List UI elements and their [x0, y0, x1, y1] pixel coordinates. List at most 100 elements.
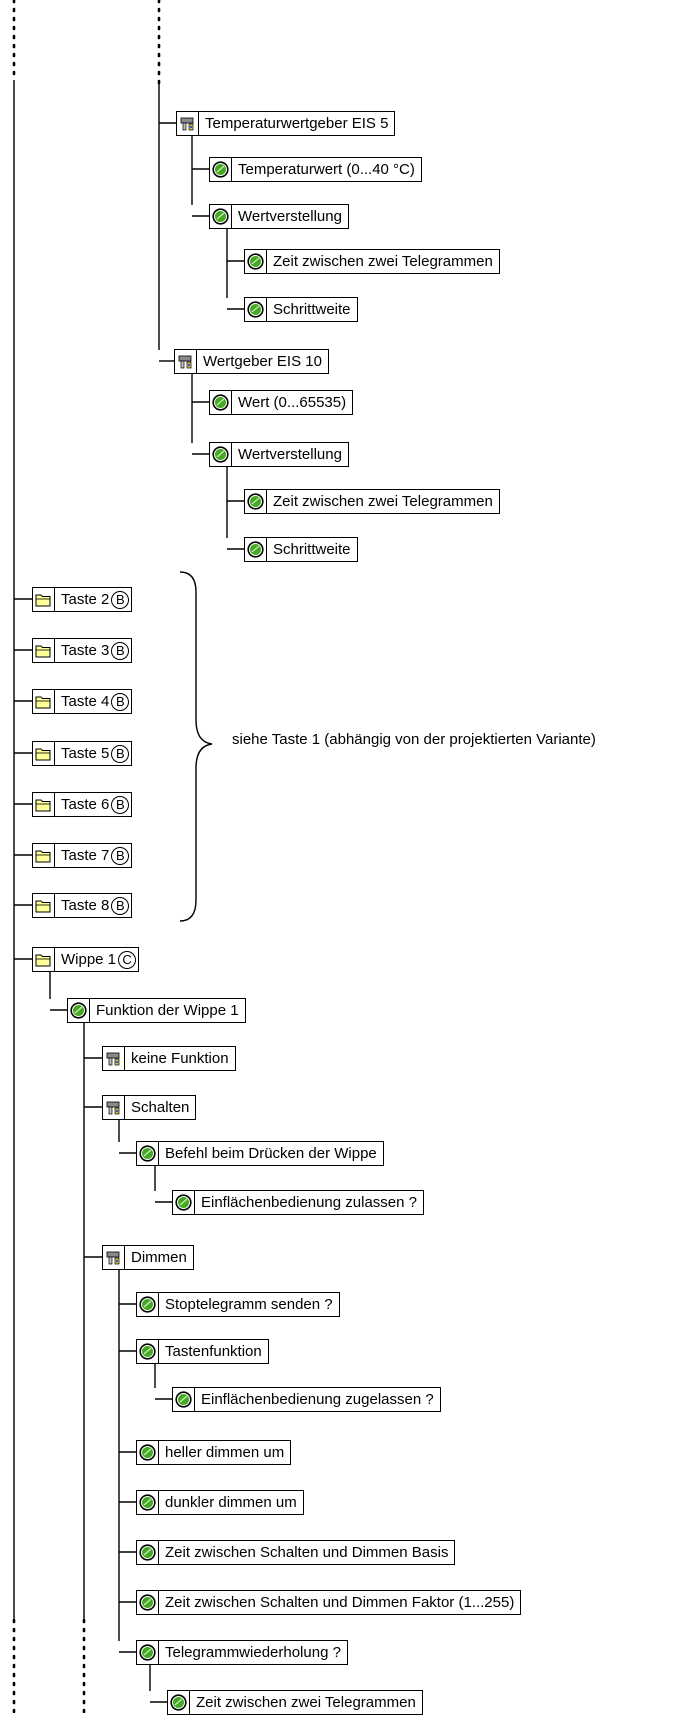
tree-node-keine[interactable]: keine Funktion: [102, 1046, 236, 1071]
leaf-icon: [67, 998, 90, 1023]
tree-node-tw5-wert[interactable]: Temperaturwert (0...40 °C): [209, 157, 422, 182]
tree-node-telewdh[interactable]: Telegrammwiederholung ?: [136, 1640, 348, 1665]
tree-node-label: Zeit zwischen Schalten und Dimmen Faktor…: [159, 1590, 522, 1615]
tree-node-text: Tastenfunktion: [165, 1343, 262, 1360]
tree-node-label: Stoptelegramm senden ?: [159, 1292, 340, 1317]
leaf-icon: [209, 442, 232, 467]
tree-node-text: Temperaturwertgeber EIS 5: [205, 115, 389, 132]
leaf-icon: [136, 1540, 159, 1565]
variant-badge: B: [111, 590, 130, 609]
tree-node-tw5-wv[interactable]: Wertverstellung: [209, 204, 349, 229]
tree-node-text: Wippe 1: [61, 951, 117, 968]
tree-node-label: Tastenfunktion: [159, 1339, 269, 1364]
folder-icon: [32, 792, 55, 817]
tree-node-label: heller dimmen um: [159, 1440, 292, 1465]
tree-node-tw5-schritt[interactable]: Schrittweite: [244, 297, 358, 322]
param-icon: [102, 1095, 125, 1120]
tree-node-label: dunkler dimmen um: [159, 1490, 304, 1515]
tree-node-befehl[interactable]: Befehl beim Drücken der Wippe: [136, 1141, 384, 1166]
tree-node-label: Zeit zwischen zwei Telegrammen: [267, 489, 500, 514]
param-icon: [176, 111, 199, 136]
tree-node-label: Telegrammwiederholung ?: [159, 1640, 348, 1665]
tree-node-stop[interactable]: Stoptelegramm senden ?: [136, 1292, 340, 1317]
leaf-icon: [136, 1490, 159, 1515]
tree-node-dunkler[interactable]: dunkler dimmen um: [136, 1490, 304, 1515]
leaf-icon: [244, 249, 267, 274]
curly-brace: [179, 571, 213, 922]
tree-node-text: Schrittweite: [273, 541, 351, 558]
folder-icon: [32, 893, 55, 918]
tree-node-fw1[interactable]: Funktion der Wippe 1: [67, 998, 246, 1023]
tree-node-tw5-zeit[interactable]: Zeit zwischen zwei Telegrammen: [244, 249, 500, 274]
folder-icon: [32, 843, 55, 868]
leaf-icon: [136, 1141, 159, 1166]
tree-node-label: keine Funktion: [125, 1046, 236, 1071]
tree-node-text: Schrittweite: [273, 301, 351, 318]
tree-node-label: Wert (0...65535): [232, 390, 354, 415]
tree-node-wg10-schritt[interactable]: Schrittweite: [244, 537, 358, 562]
tree-node-text: Taste 4: [61, 693, 110, 710]
tree-node-einfl1[interactable]: Einflächenbedienung zulassen ?: [172, 1190, 424, 1215]
tree-node-text: Einflächenbedienung zugelassen ?: [201, 1391, 434, 1408]
leaf-icon: [167, 1690, 190, 1715]
tree-node-tastenf[interactable]: Tastenfunktion: [136, 1339, 269, 1364]
folder-icon: [32, 947, 55, 972]
tree-node-text: Wert (0...65535): [238, 394, 347, 411]
leaf-icon: [136, 1339, 159, 1364]
tree-node-wg10-zeit[interactable]: Zeit zwischen zwei Telegrammen: [244, 489, 500, 514]
tree-node-zsdb[interactable]: Zeit zwischen Schalten und Dimmen Basis: [136, 1540, 456, 1565]
tree-node-text: Zeit zwischen zwei Telegrammen: [196, 1694, 416, 1711]
tree-node-label: Wertverstellung: [232, 442, 349, 467]
tree-node-tw5[interactable]: Temperaturwertgeber EIS 5: [176, 111, 396, 136]
leaf-icon: [136, 1640, 159, 1665]
tree-node-schalten[interactable]: Schalten: [102, 1095, 197, 1120]
tree-node-text: Befehl beim Drücken der Wippe: [165, 1145, 377, 1162]
param-icon: [102, 1046, 125, 1071]
tree-node-text: Dimmen: [131, 1249, 187, 1266]
tree-node-text: Taste 3: [61, 642, 110, 659]
tree-node-label: Zeit zwischen zwei Telegrammen: [267, 249, 500, 274]
tree-node-heller[interactable]: heller dimmen um: [136, 1440, 292, 1465]
tree-node-zzt[interactable]: Zeit zwischen zwei Telegrammen: [167, 1690, 423, 1715]
param-icon: [102, 1245, 125, 1270]
variant-badge: B: [111, 795, 130, 814]
tree-node-wg10[interactable]: Wertgeber EIS 10: [174, 349, 329, 374]
tree-node-zsdf[interactable]: Zeit zwischen Schalten und Dimmen Faktor…: [136, 1590, 522, 1615]
leaf-icon: [209, 390, 232, 415]
tree-node-text: heller dimmen um: [165, 1444, 285, 1461]
tree-node-text: Taste 5: [61, 745, 110, 762]
variant-badge: B: [111, 692, 130, 711]
tree-node-label: Temperaturwertgeber EIS 5: [199, 111, 396, 136]
tree-node-label: Dimmen: [125, 1245, 194, 1270]
variant-badge: B: [111, 641, 130, 660]
leaf-icon: [244, 489, 267, 514]
tree-node-text: Schalten: [131, 1099, 190, 1116]
tree-node-wg10-wv[interactable]: Wertverstellung: [209, 442, 349, 467]
leaf-icon: [244, 297, 267, 322]
tree-node-text: Taste 7: [61, 847, 110, 864]
brace-label: siehe Taste 1 (abhängig von der projekti…: [232, 731, 596, 748]
tree-node-label: Schrittweite: [267, 537, 358, 562]
tree-node-text: Temperaturwert (0...40 °C): [238, 161, 415, 178]
tree-node-label: Wertgeber EIS 10: [197, 349, 329, 374]
tree-node-text: Zeit zwischen Schalten und Dimmen Faktor…: [165, 1594, 515, 1611]
tree-node-einfl2[interactable]: Einflächenbedienung zugelassen ?: [172, 1387, 441, 1412]
tree-node-wg10-wert[interactable]: Wert (0...65535): [209, 390, 354, 415]
tree-node-text: Taste 8: [61, 897, 110, 914]
folder-icon: [32, 741, 55, 766]
tree-node-dimmen[interactable]: Dimmen: [102, 1245, 194, 1270]
